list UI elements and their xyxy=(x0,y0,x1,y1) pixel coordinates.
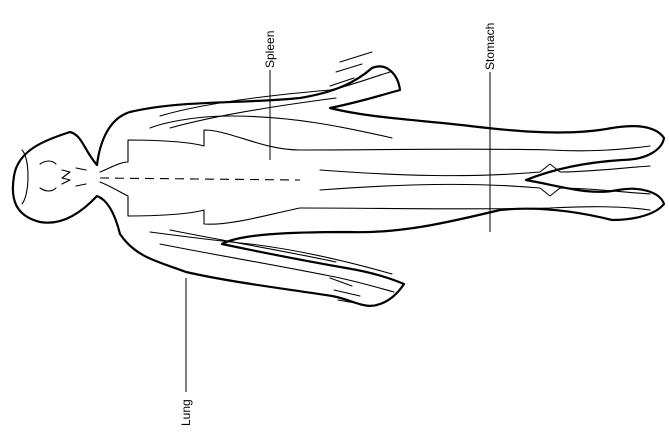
stomach-label: Stomach xyxy=(483,23,497,70)
leg-meridians xyxy=(300,146,650,210)
face-features xyxy=(22,150,86,204)
torso-meridians xyxy=(100,116,392,274)
lung-label: Lung xyxy=(179,399,193,426)
body-outline xyxy=(13,66,664,305)
spleen-label: Spleen xyxy=(263,31,277,68)
